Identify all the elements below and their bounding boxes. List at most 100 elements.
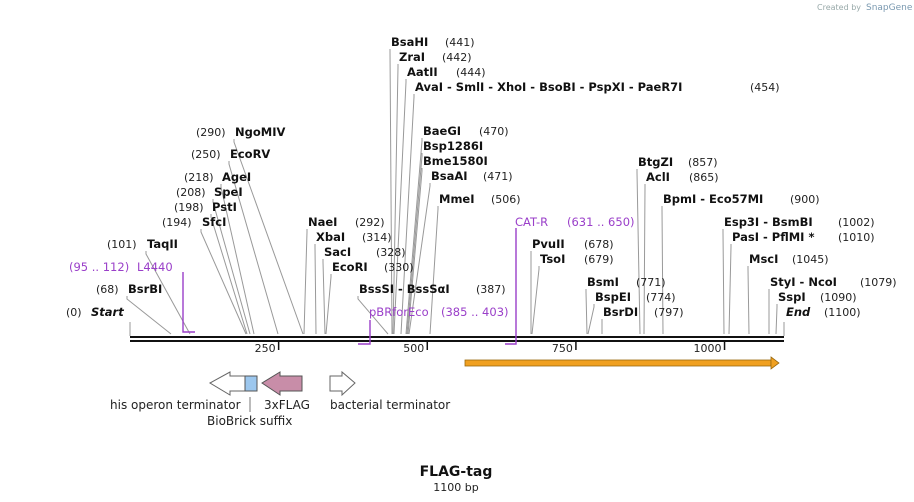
catr-range: (631 .. 650) [567, 215, 635, 229]
site-label-tsoi[interactable]: TsoI [540, 252, 565, 266]
site-label-styi[interactable]: StyI - NcoI [770, 275, 837, 289]
plasmid-length: 1100 bp [433, 481, 478, 494]
ruler-label-250: 250 [255, 342, 276, 355]
site-leader-baegi [405, 138, 423, 335]
biobrick-suffix-label: BioBrick suffix [207, 414, 292, 428]
l4440-label[interactable]: L4440 [137, 260, 173, 274]
site-label-bsp1286i[interactable]: Bsp1286I [423, 139, 483, 153]
site-label-pvuii[interactable]: PvuII [532, 237, 565, 251]
site-leader-mmei [429, 206, 439, 335]
site-label-psti[interactable]: PstI [212, 200, 237, 214]
site-label-bspei[interactable]: BspEI [595, 290, 631, 304]
site-label-start[interactable]: Start [91, 305, 124, 319]
site-position-start: (0) [66, 306, 82, 319]
site-leader-spei [212, 199, 251, 335]
site-position-xbai: (314) [362, 231, 392, 244]
site-leader-msci [747, 266, 750, 335]
site-label-xbai[interactable]: XbaI [316, 230, 345, 244]
site-position-ngomiv: (290) [196, 126, 226, 139]
site-label-bsrbi[interactable]: BsrBI [128, 282, 162, 296]
site-label-acli[interactable]: AclI [646, 170, 670, 184]
site-label-sspi[interactable]: SspI [778, 290, 806, 304]
pbrforeco-range: (385 .. 403) [441, 305, 509, 319]
site-label-bsaai[interactable]: BsaAI [431, 169, 468, 183]
site-position-acli: (865) [689, 171, 719, 184]
site-leader-aatii [393, 79, 407, 335]
site-label-pasi[interactable]: PasI - PflMI * [732, 230, 814, 244]
site-label-ngomiv[interactable]: NgoMIV [235, 125, 285, 139]
site-leader-lines [126, 49, 785, 336]
site-label-zrai[interactable]: ZraI [399, 50, 425, 64]
site-leader-agei [220, 184, 255, 335]
3xflag-feature[interactable] [261, 371, 303, 396]
site-leader-bsssi [357, 296, 389, 335]
site-label-naei[interactable]: NaeI [308, 215, 337, 229]
his-operon-terminator-feature[interactable] [208, 371, 246, 396]
site-leader-bsmi [585, 289, 588, 335]
site-leader-bsrbi [126, 296, 172, 335]
site-label-bme1580i[interactable]: Bme1580I [423, 154, 488, 168]
plasmid-title: FLAG-tag [420, 464, 493, 480]
site-position-end: (1100) [824, 306, 861, 319]
site-leader-psti [210, 214, 248, 335]
his-operon-terminator-label: his operon terminator [110, 398, 241, 412]
site-label-aatii[interactable]: AatII [407, 65, 438, 79]
site-leader-ecorv [228, 161, 279, 335]
site-label-baegi[interactable]: BaeGI [423, 124, 461, 138]
site-position-spei: (208) [176, 186, 206, 199]
site-position-pvuii: (678) [584, 238, 614, 251]
l4440-primer-mark [182, 272, 195, 333]
site-position-ecori: (330) [384, 261, 414, 274]
site-position-sspi: (1090) [820, 291, 857, 304]
site-label-bsahi[interactable]: BsaHI [391, 35, 428, 49]
site-leader-bspei [587, 304, 595, 335]
site-label-end[interactable]: End [786, 305, 811, 319]
site-label-msci[interactable]: MscI [749, 252, 778, 266]
site-label-btgzi[interactable]: BtgZI [638, 155, 673, 169]
site-position-avai: (454) [750, 81, 780, 94]
site-leader-naei [303, 229, 308, 335]
site-position-bsahi: (441) [445, 36, 475, 49]
ruler-label-750: 750 [552, 342, 573, 355]
bacterial-terminator-feature[interactable] [329, 370, 356, 397]
site-position-zrai: (442) [442, 51, 472, 64]
site-position-bpmi: (900) [790, 193, 820, 206]
site-position-ecorv: (250) [191, 148, 221, 161]
site-leader-taqii [145, 251, 191, 335]
site-position-bsmi: (771) [636, 276, 666, 289]
site-position-baegi: (470) [479, 125, 509, 138]
site-label-taqii[interactable]: TaqII [147, 237, 178, 251]
site-position-styi: (1079) [860, 276, 897, 289]
pbrforeco-label[interactable]: pBRforEco [369, 305, 429, 319]
site-label-agei[interactable]: AgeI [222, 170, 251, 184]
site-label-ecorv[interactable]: EcoRV [230, 147, 270, 161]
site-label-esp3i[interactable]: Esp3I - BsmBI [724, 215, 813, 229]
site-leader-bpmi [661, 206, 664, 335]
site-position-bsrdi: (797) [654, 306, 684, 319]
ruler-label-500: 500 [403, 342, 424, 355]
site-label-bsrdi[interactable]: BsrDI [603, 305, 638, 319]
site-leader-xbai [314, 244, 317, 335]
biobrick-suffix-feature[interactable] [244, 375, 258, 392]
site-position-mmei: (506) [491, 193, 521, 206]
site-label-sfci[interactable]: SfcI [202, 215, 226, 229]
site-label-bsmi[interactable]: BsmI [587, 275, 619, 289]
site-leader-bsp1286i [406, 153, 423, 335]
site-position-agei: (218) [184, 171, 214, 184]
site-label-ecori[interactable]: EcoRI [332, 260, 368, 274]
orf-arrow[interactable] [464, 356, 780, 370]
site-label-bpmi[interactable]: BpmI - Eco57MI [663, 192, 763, 206]
site-label-saci[interactable]: SacI [324, 245, 351, 259]
site-leader-bsaai [408, 183, 431, 335]
site-label-spei[interactable]: SpeI [214, 185, 243, 199]
site-label-avai[interactable]: AvaI - SmlI - XhoI - BsoBI - PspXI - Pae… [415, 80, 682, 94]
site-label-bsssi[interactable]: BssSI - BssSαI [359, 282, 450, 296]
site-position-btgzi: (857) [688, 156, 718, 169]
site-label-mmei[interactable]: MmeI [439, 192, 475, 206]
site-leader-ngomiv [233, 139, 304, 335]
catr-label[interactable]: CAT-R [515, 215, 548, 229]
site-position-bspei: (774) [646, 291, 676, 304]
site-leader-pasi [728, 244, 732, 335]
